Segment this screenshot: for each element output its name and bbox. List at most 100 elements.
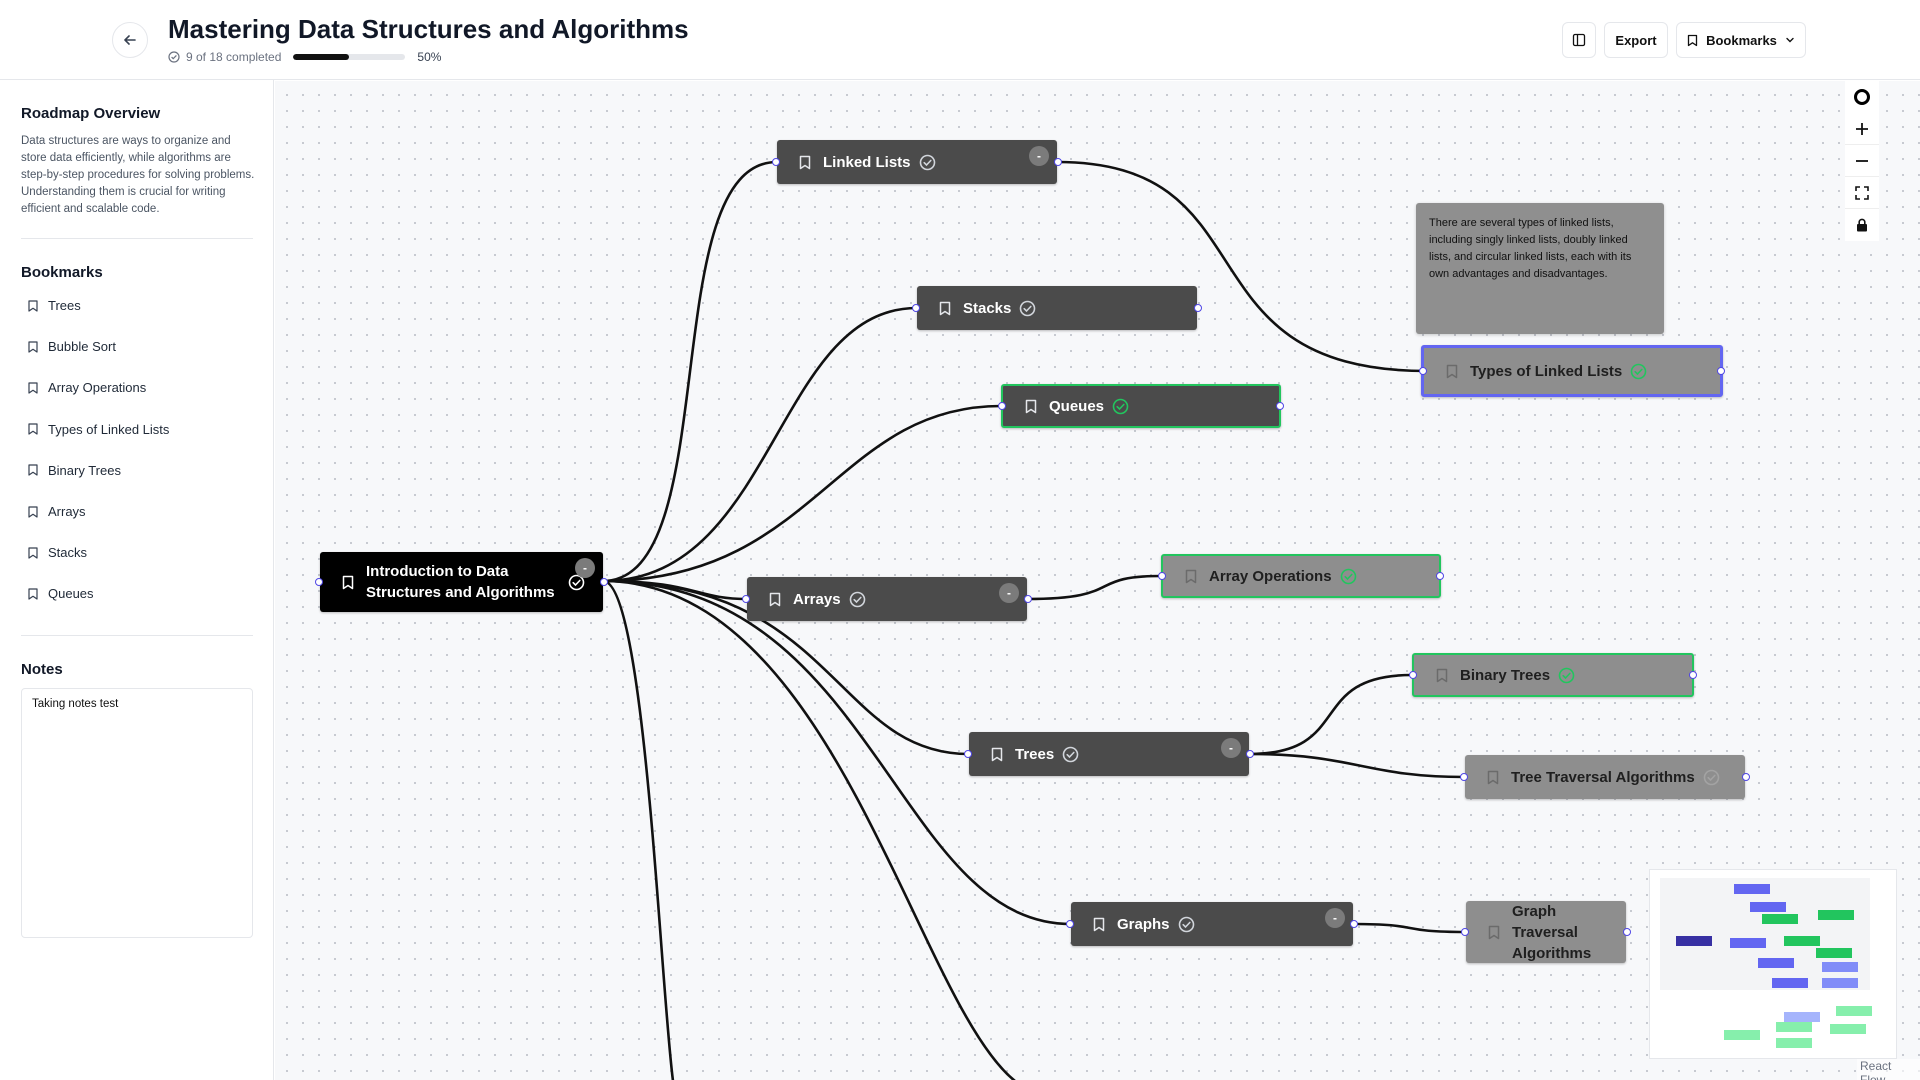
check-circle-icon[interactable]	[1112, 398, 1129, 415]
collapse-button[interactable]: -	[575, 558, 595, 578]
progress-bar	[293, 54, 406, 60]
zoom-in-button[interactable]	[1845, 113, 1879, 145]
check-circle-icon[interactable]	[1340, 568, 1357, 585]
node-root[interactable]: Introduction to Data Structures and Algo…	[315, 552, 608, 612]
fit-view-button[interactable]	[1845, 177, 1879, 209]
collapse-button[interactable]: -	[1325, 908, 1345, 928]
node-handle-left[interactable]	[772, 158, 780, 166]
node-handle-left[interactable]	[315, 578, 323, 586]
minimap-node	[1758, 958, 1794, 968]
bookmark-item[interactable]: Bubble Sort	[28, 339, 116, 354]
collapse-button[interactable]: -	[1029, 146, 1049, 166]
check-circle-icon[interactable]	[1178, 916, 1195, 933]
sidebar-toggle-button[interactable]	[1562, 22, 1596, 58]
node-handle-right[interactable]	[1194, 304, 1202, 312]
node-handle-left[interactable]	[912, 304, 920, 312]
collapse-button[interactable]: -	[999, 583, 1019, 603]
bookmark-icon[interactable]	[1025, 399, 1037, 414]
node-array-operations[interactable]: Array Operations	[1158, 554, 1444, 598]
node-label: Queues	[1049, 397, 1105, 415]
bookmark-icon	[28, 382, 38, 394]
bookmark-icon[interactable]	[1093, 917, 1105, 932]
roadmap-canvas[interactable]: Introduction to Data Structures and Algo…	[275, 81, 1920, 1080]
bookmark-icon[interactable]	[939, 301, 951, 316]
check-circle-icon[interactable]	[1019, 300, 1036, 317]
node-handle-left[interactable]	[1460, 773, 1468, 781]
theme-toggle-button[interactable]	[1845, 81, 1879, 113]
node-handle-left[interactable]	[998, 402, 1006, 410]
node-handle-right[interactable]	[1436, 572, 1444, 580]
node-graph-traversal[interactable]: Graph Traversal Algorithms	[1461, 901, 1631, 963]
node-trees[interactable]: Trees -	[964, 732, 1254, 776]
node-tree-traversal[interactable]: Tree Traversal Algorithms	[1460, 755, 1750, 799]
bookmark-item[interactable]: Binary Trees	[28, 463, 121, 478]
node-handle-right[interactable]	[1623, 928, 1631, 936]
bookmark-item[interactable]: Stacks	[28, 545, 87, 560]
node-handle-right[interactable]	[1246, 750, 1254, 758]
node-graphs[interactable]: Graphs-	[1066, 902, 1358, 946]
node-handle-right[interactable]	[1689, 671, 1697, 679]
bookmarks-dropdown[interactable]: Bookmarks	[1676, 22, 1806, 58]
node-linked-lists[interactable]: Linked Lists-	[772, 140, 1062, 184]
check-circle-icon[interactable]	[1062, 746, 1079, 763]
node-handle-left[interactable]	[1409, 671, 1417, 679]
bookmark-icon[interactable]	[1436, 668, 1448, 683]
back-button[interactable]	[112, 22, 148, 58]
node-handle-left[interactable]	[1419, 367, 1427, 375]
node-types-of-linked-lists[interactable]: Types of Linked Lists	[1419, 345, 1725, 397]
check-circle-icon[interactable]	[919, 154, 936, 171]
node-handle-right[interactable]	[1024, 595, 1032, 603]
zoom-out-button[interactable]	[1845, 145, 1879, 177]
bookmark-item[interactable]: Queues	[28, 586, 94, 601]
edge-arrays-operations	[1026, 574, 1162, 601]
node-handle-right[interactable]	[1742, 773, 1750, 781]
attribution[interactable]: React Flow	[1857, 1059, 1920, 1080]
bookmark-item[interactable]: Arrays	[28, 504, 86, 519]
node-handle-left[interactable]	[964, 750, 972, 758]
node-binary-trees[interactable]: Binary Trees	[1409, 653, 1697, 697]
check-circle-icon[interactable]	[568, 574, 585, 591]
node-handle-right[interactable]	[1276, 402, 1284, 410]
node-handle-left[interactable]	[1461, 928, 1469, 936]
node-handle-right[interactable]	[1350, 920, 1358, 928]
bookmark-icon	[28, 547, 38, 559]
bookmark-icon[interactable]	[1488, 925, 1500, 940]
back-arrow-icon	[124, 35, 136, 45]
node-handle-right[interactable]	[600, 578, 608, 586]
bookmark-item[interactable]: Trees	[28, 298, 81, 313]
bookmark-icon[interactable]	[342, 575, 354, 590]
node-handle-right[interactable]	[1054, 158, 1062, 166]
collapse-button[interactable]: -	[1221, 738, 1241, 758]
export-button[interactable]: Export	[1604, 22, 1668, 58]
check-circle-icon[interactable]	[1630, 363, 1647, 380]
lock-button[interactable]	[1845, 209, 1879, 241]
bookmark-icon[interactable]	[1446, 364, 1458, 379]
node-handle-right[interactable]	[1717, 367, 1725, 375]
bookmark-icon[interactable]	[991, 747, 1003, 762]
node-arrays[interactable]: Arrays-	[742, 577, 1032, 621]
bookmark-icon[interactable]	[769, 592, 781, 607]
bookmark-item[interactable]: Types of Linked Lists	[28, 422, 169, 437]
edge-graphs-traversal	[1352, 922, 1467, 934]
bookmark-icon[interactable]	[1185, 569, 1197, 584]
bookmark-item[interactable]: Array Operations	[28, 380, 146, 395]
node-label: Trees	[1015, 745, 1055, 763]
check-circle-icon[interactable]	[1558, 667, 1575, 684]
node-stacks[interactable]: Stacks	[912, 286, 1202, 330]
edge-root-trees	[602, 579, 970, 756]
edge-root-stacks	[602, 306, 918, 583]
node-label: Types of Linked Lists	[1470, 362, 1623, 380]
check-circle-icon[interactable]	[1703, 769, 1720, 786]
page-title: Mastering Data Structures and Algorithms	[168, 14, 689, 44]
node-handle-left[interactable]	[742, 595, 750, 603]
notes-textarea[interactable]: Taking notes test	[21, 688, 253, 938]
minimap[interactable]	[1649, 869, 1897, 1059]
node-handle-left[interactable]	[1158, 572, 1166, 580]
node-queues[interactable]: Queues	[998, 384, 1284, 428]
check-circle-icon[interactable]	[849, 591, 866, 608]
minimap-node	[1830, 1024, 1866, 1034]
minimap-node	[1784, 1012, 1820, 1022]
bookmark-icon[interactable]	[799, 155, 811, 170]
node-handle-left[interactable]	[1066, 920, 1074, 928]
bookmark-icon[interactable]	[1487, 770, 1499, 785]
